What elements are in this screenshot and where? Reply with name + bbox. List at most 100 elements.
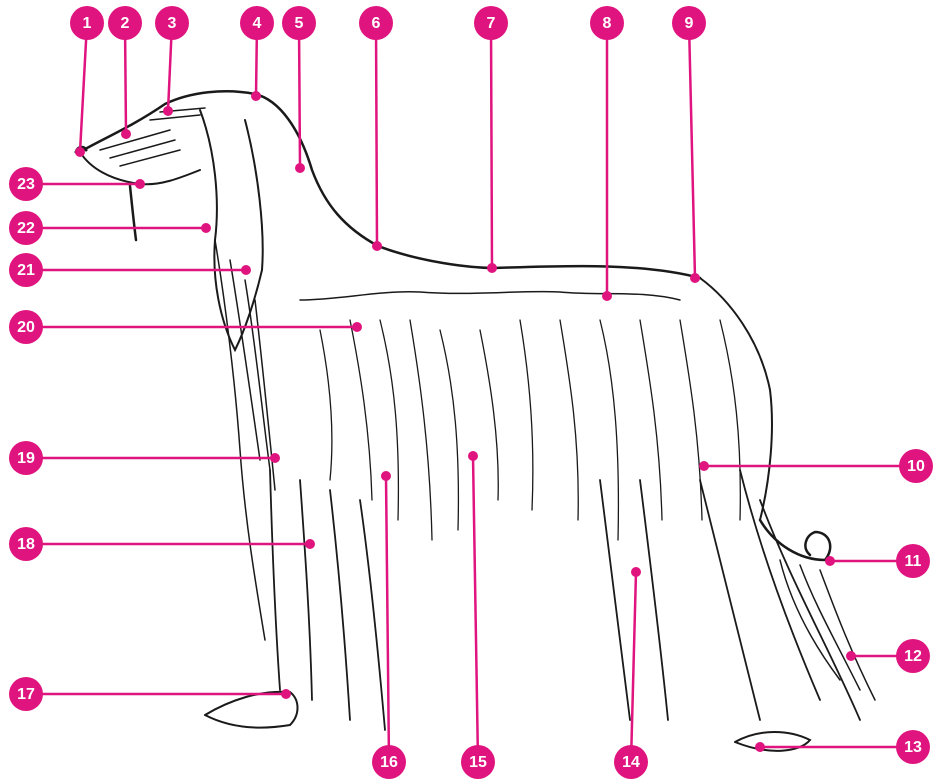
marker-4-badge bbox=[240, 6, 274, 40]
marker-3-badge bbox=[155, 6, 189, 40]
marker-14: 14 bbox=[614, 567, 648, 779]
marker-14-point bbox=[631, 567, 641, 577]
marker-9-point bbox=[690, 273, 700, 283]
marker-17: 17 bbox=[9, 677, 291, 711]
marker-7-badge bbox=[474, 6, 508, 40]
marker-5-badge bbox=[282, 6, 316, 40]
marker-8-point bbox=[602, 291, 612, 301]
marker-5-leader-line bbox=[297, 22, 302, 169]
marker-4: 4 bbox=[240, 6, 274, 101]
marker-5-point bbox=[295, 163, 305, 173]
marker-8-badge bbox=[590, 6, 624, 40]
marker-3-label: 3 bbox=[168, 15, 177, 32]
marker-19-badge bbox=[9, 441, 43, 475]
marker-18-badge bbox=[9, 527, 43, 561]
marker-12-point bbox=[846, 651, 856, 661]
marker-13-point bbox=[755, 742, 765, 752]
marker-12-label: 12 bbox=[904, 648, 922, 665]
marker-4-label: 4 bbox=[253, 15, 262, 32]
marker-2-point bbox=[121, 129, 131, 139]
marker-1-badge bbox=[70, 6, 104, 40]
marker-22: 22 bbox=[9, 211, 211, 245]
dog-illustration bbox=[74, 89, 876, 752]
marker-13-badge bbox=[896, 730, 930, 764]
marker-2-label: 2 bbox=[121, 15, 130, 32]
marker-3-point bbox=[163, 106, 173, 116]
marker-21-badge bbox=[9, 253, 43, 287]
marker-1: 1 bbox=[70, 6, 104, 157]
marker-2-badge bbox=[108, 6, 142, 40]
marker-4-point bbox=[251, 91, 261, 101]
marker-3: 3 bbox=[155, 6, 189, 116]
marker-11-badge bbox=[896, 544, 930, 578]
marker-6-point bbox=[372, 241, 382, 251]
marker-15-leader-line bbox=[471, 455, 480, 763]
marker-8: 8 bbox=[590, 6, 624, 301]
marker-15: 15 bbox=[461, 451, 495, 779]
marker-17-point bbox=[281, 689, 291, 699]
marker-20: 20 bbox=[9, 310, 362, 344]
marker-19: 19 bbox=[9, 441, 280, 475]
marker-9-leader-line bbox=[687, 22, 697, 279]
marker-23-point bbox=[135, 179, 145, 189]
marker-21: 21 bbox=[9, 253, 251, 287]
marker-16: 16 bbox=[372, 471, 406, 779]
marker-15-label: 15 bbox=[469, 754, 487, 771]
marker-10-badge bbox=[899, 449, 933, 483]
marker-23: 23 bbox=[9, 167, 145, 201]
marker-7-point bbox=[487, 263, 497, 273]
marker-2-leader-line bbox=[123, 22, 128, 135]
marker-20-label: 20 bbox=[17, 319, 35, 336]
marker-15-point bbox=[468, 451, 478, 461]
marker-10-point bbox=[699, 461, 709, 471]
marker-16-point bbox=[381, 471, 391, 481]
marker-22-label: 22 bbox=[17, 220, 35, 237]
marker-1-label: 1 bbox=[83, 15, 92, 32]
marker-11-label: 11 bbox=[905, 553, 922, 570]
marker-18-label: 18 bbox=[17, 536, 35, 553]
marker-21-label: 21 bbox=[17, 262, 35, 279]
marker-23-label: 23 bbox=[17, 176, 35, 193]
marker-9-label: 9 bbox=[685, 15, 694, 32]
marker-23-badge bbox=[9, 167, 43, 201]
marker-16-label: 16 bbox=[380, 754, 398, 771]
marker-19-point bbox=[270, 453, 280, 463]
marker-6-leader-line bbox=[374, 22, 379, 247]
marker-7-leader-line bbox=[489, 22, 494, 269]
marker-2: 2 bbox=[108, 6, 142, 139]
marker-21-point bbox=[241, 265, 251, 275]
marker-6-badge bbox=[359, 6, 393, 40]
marker-10-label: 10 bbox=[907, 458, 925, 475]
marker-18-point bbox=[305, 539, 315, 549]
marker-11: 11 bbox=[825, 544, 930, 578]
marker-17-label: 17 bbox=[17, 686, 35, 703]
marker-22-point bbox=[201, 223, 211, 233]
marker-19-label: 19 bbox=[17, 450, 35, 467]
marker-18: 18 bbox=[9, 527, 315, 561]
marker-13-label: 13 bbox=[904, 739, 922, 756]
marker-12: 12 bbox=[846, 639, 930, 673]
marker-17-badge bbox=[9, 677, 43, 711]
marker-16-badge bbox=[372, 745, 406, 779]
marker-5: 5 bbox=[282, 6, 316, 173]
marker-13: 13 bbox=[755, 730, 930, 764]
marker-12-badge bbox=[896, 639, 930, 673]
marker-6: 6 bbox=[359, 6, 393, 251]
marker-22-badge bbox=[9, 211, 43, 245]
marker-8-label: 8 bbox=[603, 15, 612, 32]
marker-14-leader-line bbox=[629, 571, 638, 763]
marker-7-label: 7 bbox=[487, 15, 496, 32]
marker-20-badge bbox=[9, 310, 43, 344]
marker-7: 7 bbox=[474, 6, 508, 273]
marker-16-leader-line bbox=[384, 475, 391, 763]
marker-9: 9 bbox=[672, 6, 706, 283]
marker-1-point bbox=[75, 147, 85, 157]
marker-9-badge bbox=[672, 6, 706, 40]
marker-10: 10 bbox=[699, 449, 933, 483]
marker-1-leader-line bbox=[78, 22, 89, 153]
marker-14-badge bbox=[614, 745, 648, 779]
marker-5-label: 5 bbox=[295, 15, 304, 32]
marker-20-point bbox=[352, 322, 362, 332]
